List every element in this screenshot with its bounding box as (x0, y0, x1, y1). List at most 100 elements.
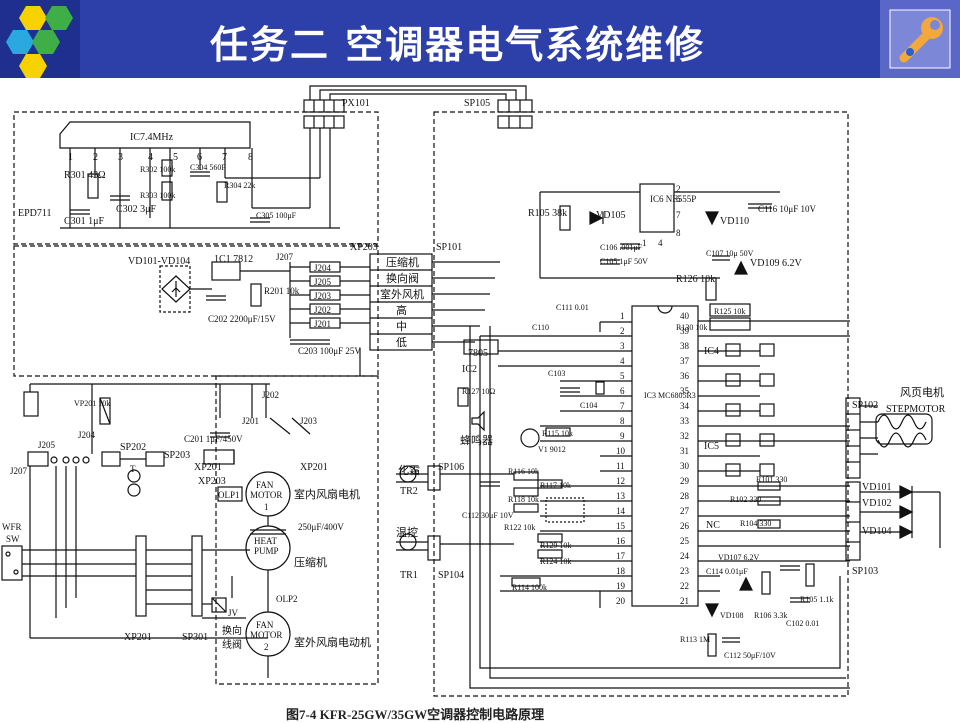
defrost-label: 化霜 (398, 463, 420, 477)
c106-label: C106 .001μF (600, 243, 643, 252)
r114-label: R114 100k (512, 583, 547, 592)
relay-j202b: J202 (262, 390, 279, 400)
pin-17: 17 (616, 551, 626, 561)
r104-label: R104 330 (740, 519, 771, 528)
fan1-line3: 1 (264, 502, 269, 512)
pin-33: 33 (680, 416, 690, 426)
r124-label: R124 10k (540, 557, 571, 566)
xp201b-label: XP201 (300, 462, 328, 473)
temp-ctrl-label: 温控 (396, 525, 418, 539)
c202-label: C202 2200μF/15V (208, 314, 276, 324)
pin-3: 3 (620, 341, 625, 351)
pin-34: 34 (680, 401, 690, 411)
sp102-label: SP102 (852, 400, 878, 411)
c302-label: C302 3μF (116, 204, 157, 215)
timer-pin-6: 6 (676, 194, 681, 204)
r130-label: R130 10k (676, 323, 707, 332)
r113-label: R113 1M (680, 635, 710, 644)
pin-28: 28 (680, 491, 690, 501)
wrench-icon (880, 0, 960, 78)
nc-label: NC (706, 520, 720, 531)
pin-29: 29 (680, 476, 690, 486)
c102-label: C102 0.01 (786, 619, 819, 628)
stepper-en-label: STEPMOTOR (886, 404, 946, 415)
r303-label: R303 100k (140, 191, 175, 200)
c305-label: C305 100μF (256, 211, 297, 220)
pin-35: 35 (680, 386, 690, 396)
epd711-label: EPD711 (18, 208, 52, 219)
stepper-cn-label: 风页电机 (900, 385, 944, 399)
vd107-label: VD107 6.2V (718, 553, 760, 562)
pin-40: 40 (680, 311, 690, 321)
c116-label: C116 10μF 10V (758, 204, 816, 214)
pin-13: 13 (616, 491, 626, 501)
relay-j201: J201 (314, 319, 331, 329)
reversing-line2: 线阀 (222, 638, 242, 651)
relay-j203b: J203 (300, 416, 318, 426)
r127-label: R127 10Ω (462, 387, 495, 396)
r201-label: R201 10k (264, 286, 300, 296)
pin-22: 22 (680, 581, 689, 591)
pin-21: 21 (680, 596, 689, 606)
c111-label: C111 0.01 (556, 303, 589, 312)
j207-label: J207 (10, 466, 28, 476)
heat-pump-line2: PUMP (254, 546, 279, 556)
pin-27: 27 (680, 506, 690, 516)
jv-label: JV (228, 608, 239, 618)
px101-label: PX101 (342, 98, 370, 109)
pin-26: 26 (680, 521, 690, 531)
sp103-label: SP103 (852, 566, 878, 577)
vd105-label: VD105 (596, 210, 625, 221)
sp105-label: SP105 (464, 98, 490, 109)
func-mid: 中 (396, 320, 407, 333)
relay-j202: J202 (314, 305, 331, 315)
pin-32: 32 (680, 431, 689, 441)
pin-15: 15 (616, 521, 626, 531)
tr2-label: TR2 (400, 486, 418, 497)
compressor-label: 压缩机 (294, 555, 327, 569)
relay-j204: J204 (314, 263, 332, 273)
sp203-label: SP203 (164, 450, 190, 461)
sp202-label: SP202 (120, 442, 146, 453)
func-low: 低 (396, 336, 407, 349)
tr1-label: TR1 (400, 570, 418, 581)
pin-23: 23 (680, 566, 690, 576)
r116-label: R116 10k (508, 467, 539, 476)
mcu-right-pins: 40 39 38 37 36 35 34 33 32 31 30 29 28 2… (680, 311, 690, 606)
r126-label: R126 10k (676, 274, 715, 285)
vd108-label: VD108 (720, 611, 744, 620)
cap-250-label: 250μF/400V (298, 522, 344, 532)
wfr-label: WFR (2, 522, 22, 532)
r105-label: R105 38k (528, 208, 567, 219)
fan2-line3: 2 (264, 642, 269, 652)
pin-4: 4 (620, 356, 625, 366)
c112-label: C112 30μF 10V (462, 511, 514, 520)
osc-pin-1: 1 (68, 152, 73, 163)
vd110-label: VD110 (720, 216, 749, 227)
bridge-label: VD101-VD104 (128, 256, 190, 267)
oscillator-ic-label: IC7.4MHz (130, 132, 174, 143)
sp106-label: SP106 (438, 462, 464, 473)
title-bar: 任务二 空调器电气系统维修 (0, 0, 960, 78)
c105-label: C105 1μF 50V (600, 257, 648, 266)
mcu-left-pins: 1 2 3 4 5 6 7 8 9 10 11 12 13 14 15 16 1… (616, 311, 626, 606)
xp203-label: XP203 (350, 242, 378, 253)
fan2-line1: FAN (256, 620, 274, 630)
r105b-label: R105 1.1k (800, 595, 833, 604)
r115-label: R115 10k (542, 429, 573, 438)
pin-14: 14 (616, 506, 626, 516)
c304-label: C304 560P (190, 163, 226, 172)
heat-pump-line1: HEAT (254, 536, 277, 546)
c201-label: C201 1μF/450V (184, 434, 243, 444)
xp201c-label: XP201 (124, 632, 152, 643)
timer-pin-8: 8 (676, 228, 681, 238)
pin-16: 16 (616, 536, 626, 546)
timer-pin-1: 1 (642, 238, 647, 248)
pin-5: 5 (620, 371, 625, 381)
mcu-label: IC3 MC6805R3 (644, 391, 696, 400)
r122-label: R122 10k (504, 523, 535, 532)
sp301-label: SP301 (182, 632, 208, 643)
pin-2: 2 (620, 326, 625, 336)
led-vd104: VD104 (862, 526, 891, 537)
page-title: 任务二 空调器电气系统维修 (210, 23, 706, 67)
